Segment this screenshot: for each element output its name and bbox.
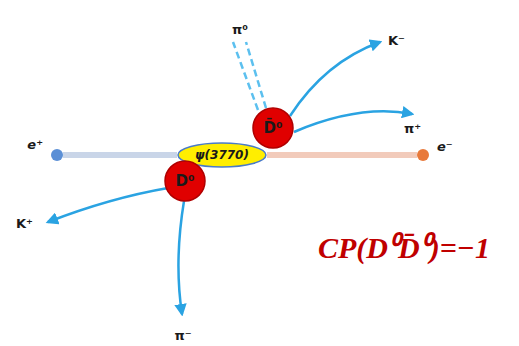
particle-label: π⁺: [404, 121, 421, 136]
beam-line: [267, 152, 417, 158]
dbar0-meson: D̄⁰: [252, 107, 294, 149]
node-label: D⁰: [175, 172, 194, 190]
node-label: e⁻: [437, 139, 453, 154]
pi0-track: [233, 42, 258, 110]
kminus-track: [290, 42, 380, 116]
particle-label: π⁻: [174, 328, 191, 343]
piminus-track: [178, 201, 184, 314]
kplus-track: [48, 188, 168, 222]
node-label: D̄⁰: [263, 119, 282, 137]
cp-statement: CP(D⁰D̄⁰)=−1: [318, 226, 490, 267]
particle-label: K⁺: [16, 216, 33, 231]
node-outline: [417, 149, 429, 161]
pi0-track: [246, 42, 266, 108]
d0-meson: D⁰: [164, 160, 206, 202]
beam-line: [63, 152, 177, 158]
piplus-track: [294, 111, 412, 132]
node-label: e⁺: [27, 137, 43, 152]
node-label: ψ(3770): [195, 148, 249, 162]
particle-label: π⁰: [232, 22, 248, 37]
electron-beam: e⁻: [417, 149, 429, 161]
particle-label: K⁻: [388, 33, 405, 48]
positron-beam: e⁺: [51, 149, 63, 161]
node-outline: [51, 149, 63, 161]
